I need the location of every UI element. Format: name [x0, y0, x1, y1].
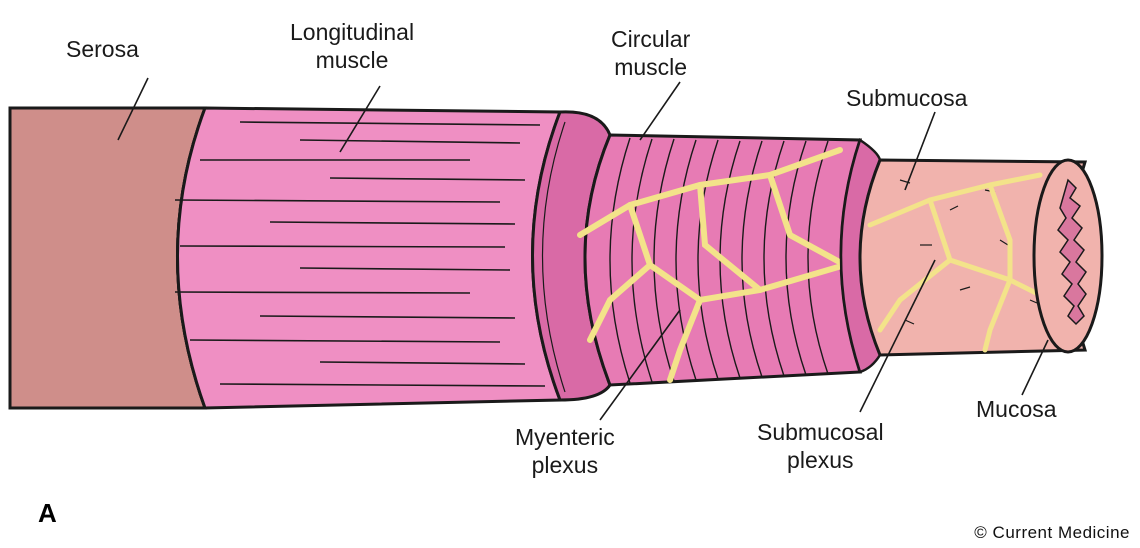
mucosa-label: Mucosa [976, 395, 1057, 423]
longitudinal-muscle-label-line1: Longitudinal [290, 18, 414, 46]
longitudinal-muscle-label-line2: muscle [290, 46, 414, 74]
myenteric-plexus-label-line2: plexus [515, 451, 615, 479]
circular-muscle-label: Circular muscle [611, 25, 690, 81]
submucosal-plexus-label: Submucosal plexus [757, 418, 884, 474]
circular-muscle-label-line2: muscle [611, 53, 690, 81]
submucosa-label: Submucosa [846, 84, 967, 112]
submucosal-plexus-label-line2: plexus [757, 446, 884, 474]
longitudinal-muscle-label: Longitudinal muscle [290, 18, 414, 74]
mucosa-layer [1034, 160, 1102, 352]
serosa-layer [10, 108, 205, 408]
submucosal-plexus-label-line1: Submucosal [757, 418, 884, 446]
panel-letter: A [38, 498, 57, 529]
copyright-credit: © Current Medicine [974, 523, 1130, 543]
myenteric-plexus-label-line1: Myenteric [515, 423, 615, 451]
myenteric-plexus-label: Myenteric plexus [515, 423, 615, 479]
circular-muscle-leader [640, 82, 680, 140]
serosa-label: Serosa [66, 35, 139, 63]
longitudinal-muscle-layer [175, 108, 560, 408]
circular-muscle-label-line1: Circular [611, 25, 690, 53]
